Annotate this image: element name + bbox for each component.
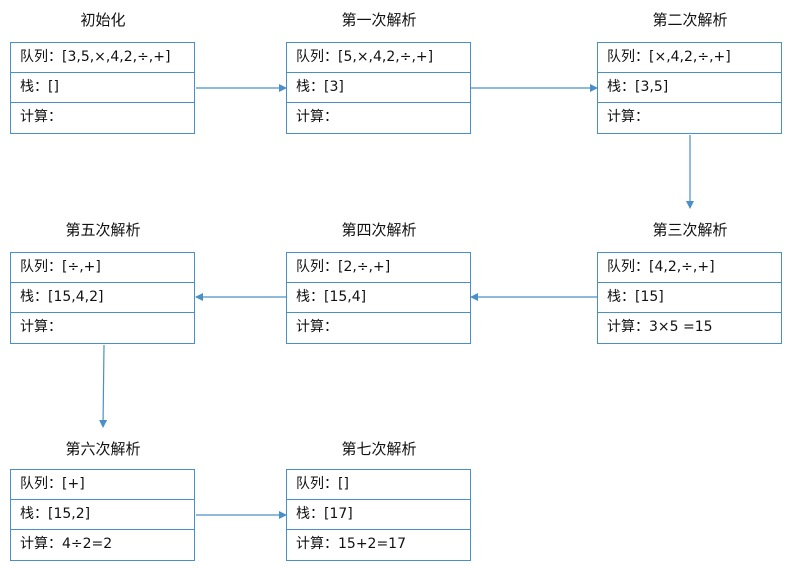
step-title-3: 第三次解析 [652,221,728,239]
queue-row: 队列：[+] [11,470,194,500]
stack-row: 栈：[3,5] [598,73,781,103]
queue-row: 队列：[2,÷,+] [287,253,470,283]
step-box-5: 队列：[÷,+] 栈：[15,4,2] 计算： [10,252,195,344]
step-title-7: 第七次解析 [341,440,417,458]
queue-row: 队列：[4,2,÷,+] [598,253,781,283]
stack-row: 栈：[15,4] [287,283,470,313]
queue-row: 队列：[5,×,4,2,÷,+] [287,43,470,73]
arrow-5-to-6 [99,344,108,428]
step-box-1: 队列：[5,×,4,2,÷,+] 栈：[3] 计算： [286,42,471,134]
step-box-init: 队列：[3,5,×,4,2,÷,+] 栈：[] 计算： [10,42,195,134]
step-title-5: 第五次解析 [65,221,141,239]
calc-row: 计算： [20,109,62,125]
stack-row: 栈：[15,2] [11,500,194,530]
queue-row: 队列：[×,4,2,÷,+] [598,43,781,73]
calc-row: 计算：4÷2=2 [20,536,113,552]
stack-row: 栈：[15] [598,283,781,313]
step-title-2: 第二次解析 [652,11,728,29]
step-title-6: 第六次解析 [65,440,141,458]
step-box-4: 队列：[2,÷,+] 栈：[15,4] 计算： [286,252,471,344]
stack-row: 栈：[17] [287,500,470,530]
step-title-init: 初始化 [80,11,126,29]
calc-row: 计算： [296,319,338,335]
queue-row: 队列：[3,5,×,4,2,÷,+] [11,43,194,73]
stack-row: 栈：[] [11,73,194,103]
calc-row: 计算： [607,109,649,125]
stack-row: 栈：[15,4,2] [11,283,194,313]
queue-row: 队列：[] [287,470,470,500]
step-box-2: 队列：[×,4,2,÷,+] 栈：[3,5] 计算： [597,42,782,134]
calc-row: 计算： [20,319,62,335]
calc-row: 计算：15+2=17 [296,536,406,552]
step-box-6: 队列：[+] 栈：[15,2] 计算：4÷2=2 [10,469,195,561]
calc-row: 计算：3×5 =15 [607,319,713,335]
step-title-4: 第四次解析 [341,221,417,239]
step-box-3: 队列：[4,2,÷,+] 栈：[15] 计算：3×5 =15 [597,252,782,344]
queue-row: 队列：[÷,+] [11,253,194,283]
step-title-1: 第一次解析 [341,11,417,29]
calc-row: 计算： [296,109,338,125]
stack-row: 栈：[3] [287,73,470,103]
